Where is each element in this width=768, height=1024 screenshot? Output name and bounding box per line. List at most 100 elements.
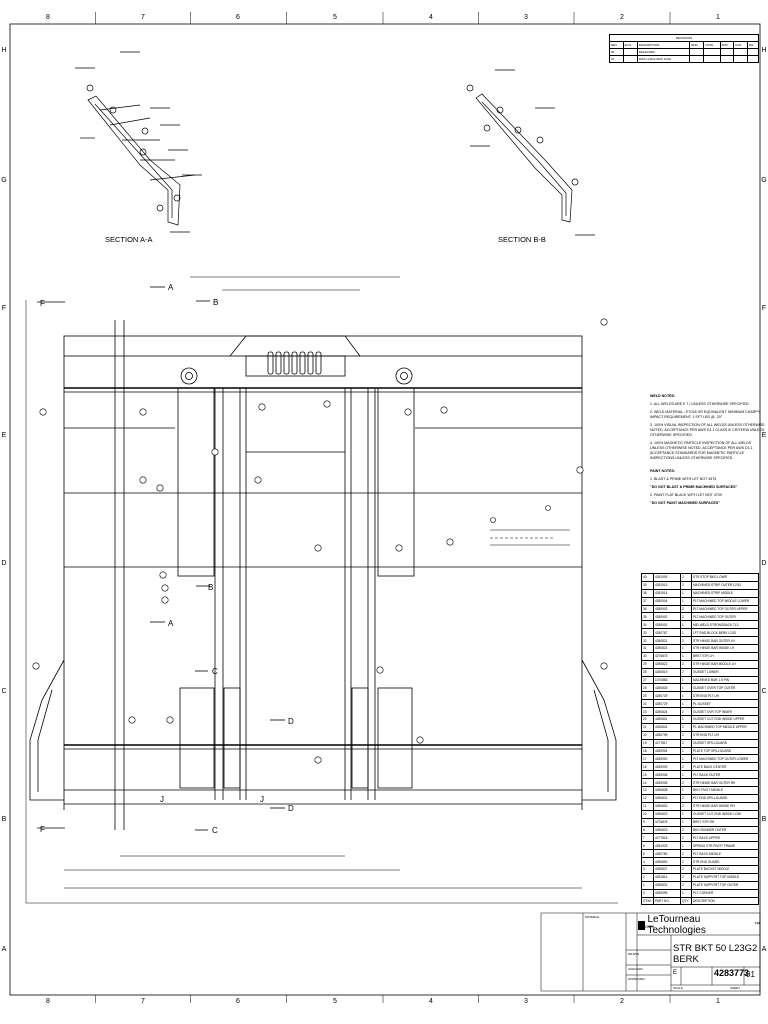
bom-cell: 4280827 <box>653 864 681 874</box>
revisions-column-header: DESCRIPTION <box>636 41 691 49</box>
bom-cell: 4281914 <box>653 588 681 598</box>
section-marker-B: B <box>208 583 213 592</box>
bom-cell: 26 <box>641 683 654 693</box>
bom-cell: 4280824 <box>653 722 681 732</box>
slot <box>291 351 298 375</box>
bom-cell: 32 <box>641 636 654 646</box>
bom-cell: 1 <box>680 809 692 819</box>
item-balloon <box>404 408 412 416</box>
bom-cell: 2 <box>680 636 692 646</box>
bom-cell: 29 <box>641 659 654 669</box>
revisions-column-header: ECO <box>622 41 638 49</box>
section-b-b-view <box>466 69 595 236</box>
material-label: MATERIAL <box>585 915 600 919</box>
checked-label: CHECKED <box>628 967 643 971</box>
revision-cell: 00 <box>609 48 624 56</box>
zone-label-4: 4 <box>429 998 433 1005</box>
main-plan-view <box>25 276 618 904</box>
bom-cell: STR HINGE BAR INSIDE RH <box>691 801 759 811</box>
zone-label-F: F <box>762 305 766 312</box>
bom-cell: 2 <box>680 580 692 590</box>
bom-cell: 34 <box>641 620 654 630</box>
bom-cell: 4280800 <box>653 857 681 866</box>
zone-label-8: 8 <box>46 14 50 21</box>
bom-cell: PLT MACHINED TOP OUTER LOWER <box>691 754 759 764</box>
revision-cell <box>703 55 721 63</box>
revision-cell <box>719 55 735 63</box>
weld-notes-heading: WELD NOTES: <box>650 394 676 398</box>
revision-cell <box>733 48 749 56</box>
bom-cell: 2 <box>680 707 692 717</box>
item-balloons <box>32 318 608 764</box>
bom-cell: BKG RUNNER OUTER <box>691 825 759 835</box>
item-balloon <box>258 403 266 411</box>
bom-cell: 4280787 <box>653 628 681 638</box>
bom-cell: PLT END SPILLGUARD <box>691 793 759 803</box>
bom-cell: 2 <box>641 872 654 882</box>
zone-label-3: 3 <box>524 998 528 1005</box>
bom-cell: PLATE BACK CENTER <box>691 762 759 772</box>
revision-number: 01 <box>746 970 755 979</box>
bom-cell: 4280905 <box>653 778 681 788</box>
bom-cell: MACHINED BAR 1.5 PIN <box>691 675 759 685</box>
revision-cell: WAS L23G2 WAS L23G <box>636 55 691 63</box>
bom-cell: 31 <box>641 644 654 653</box>
bom-cell: 15 <box>641 770 654 780</box>
item-balloon <box>440 406 448 414</box>
zone-label-4: 4 <box>429 14 433 21</box>
bom-cell: 22 <box>641 715 654 724</box>
bom-cell: 1 <box>680 746 692 756</box>
bom-cell: 2 <box>680 857 692 866</box>
bom-cell: STR HINGE BAR OUTER RH <box>691 778 759 788</box>
bom-cell: PLATE TOP SPILLGUARD <box>691 746 759 756</box>
bom-cell: 1 <box>680 699 692 709</box>
part-number: 4281573 <box>640 925 654 929</box>
zone-label-5: 5 <box>333 14 337 21</box>
bom-cell: 28 <box>641 667 654 677</box>
bom-cell: 4280826 <box>653 683 681 693</box>
bom-cell: QTY <box>680 896 692 906</box>
bom-cell: 2 <box>680 833 692 843</box>
bom-cell: 35 <box>641 612 654 622</box>
item-balloon <box>376 666 384 674</box>
bom-cell: 4281814 <box>653 872 681 882</box>
section-marker-F: F <box>40 825 45 834</box>
weld-note-item: 1. ALL WELDS ARE E 7 / UNLESS OTHERWISE … <box>650 402 750 406</box>
bom-cell: 1 <box>680 888 692 898</box>
paint-note-item: "DO NOT BLAST & PRIME MACHINED SURFACES" <box>650 485 738 489</box>
paint-note-item: 1. BLAST & PRIME WITH LET NOT 4575 <box>650 477 717 481</box>
bom-cell: STR END GUARD <box>691 857 759 866</box>
bom-cell: 1 <box>680 691 692 701</box>
zone-label-B: B <box>762 816 767 823</box>
paint-notes-heading: PAINT NOTES: <box>650 469 676 473</box>
item-balloon <box>395 544 403 552</box>
item-balloon <box>156 484 164 492</box>
revision-cell <box>719 48 735 56</box>
bom-cell: 4280995 <box>653 888 681 898</box>
weld-note-item: 2. WELD MATERIAL - E7018 OR EQUIVALENT. … <box>650 410 761 419</box>
bom-cell: 4280824 <box>653 707 681 717</box>
bom-cell: 19 <box>641 738 654 748</box>
drawing-size: E <box>673 970 678 976</box>
drawing-border <box>9 23 761 996</box>
bom-cell: STR STOP BKG LOWR <box>691 573 759 582</box>
bom-cell: 5 <box>641 849 654 859</box>
item-balloon <box>416 736 424 744</box>
